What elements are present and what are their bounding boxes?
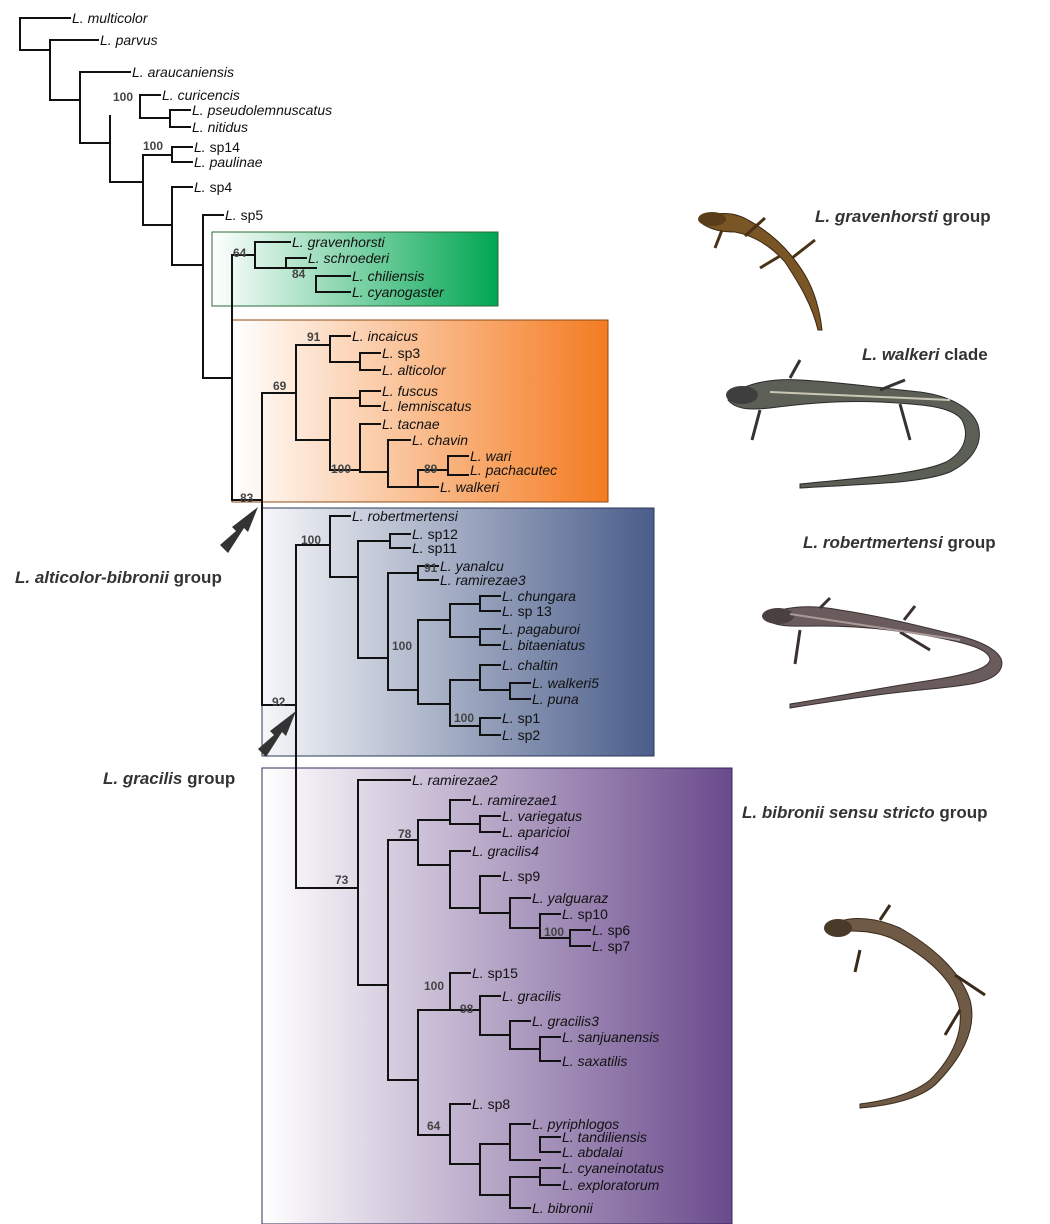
support-value: 89 [424, 462, 438, 476]
tip-label-saxatilis: L. saxatilis [562, 1053, 627, 1069]
tip-label-sp15: L. sp15 [472, 965, 518, 981]
tip-label-walkeri5: L. walkeri5 [532, 675, 599, 691]
tip-label-cyanogaster: L. cyanogaster [352, 284, 445, 300]
tip-label-aparicioi: L. aparicioi [502, 824, 571, 840]
tip-label-sp11: L. sp11 [412, 540, 457, 556]
tip-label-puna: L. puna [532, 691, 579, 707]
tip-label-araucaniensis: L. araucaniensis [132, 64, 234, 80]
tip-label-gracilis: L. gracilis [502, 988, 561, 1004]
gracilis-group-label: L. gracilis group [103, 769, 235, 788]
bibronii-group-label: L. bibronii sensu stricto group [742, 803, 988, 822]
tip-label-bitaeniatus: L. bitaeniatus [502, 637, 585, 653]
tip-label-lemniscatus: L. lemniscatus [382, 398, 472, 414]
support-value: 73 [335, 873, 349, 887]
tip-label-alticolor: L. alticolor [382, 362, 447, 378]
tip-label-walkeri: L. walkeri [440, 479, 500, 495]
tip-label-incaicus: L. incaicus [352, 328, 418, 344]
tip-label-bibronii: L. bibronii [532, 1200, 594, 1216]
support-value: 100 [331, 462, 351, 476]
tip-label-sp1: L. sp1 [502, 710, 540, 726]
branch-segment [143, 147, 192, 265]
tip-label-chiliensis: L. chiliensis [352, 268, 424, 284]
tip-label-nitidus: L. nitidus [192, 119, 248, 135]
alticolor-bibronii-arrow-icon [220, 507, 258, 553]
support-value: 100 [143, 139, 163, 153]
support-value: 100 [454, 711, 474, 725]
support-value: 78 [398, 827, 412, 841]
tip-label-yalguaraz: L. yalguaraz [532, 890, 608, 906]
tip-label-tacnae: L. tacnae [382, 416, 440, 432]
walkeri-lizard-image [726, 360, 979, 488]
gravenhorsti-group-label: L. gravenhorsti group [815, 207, 991, 226]
support-value: 64 [427, 1119, 441, 1133]
tip-label-sp8: L. sp8 [472, 1096, 510, 1112]
tip-label-parvus: L. parvus [100, 32, 158, 48]
tip-label-gracilis4: L. gracilis4 [472, 843, 539, 859]
tip-label-sp4: L. sp4 [194, 179, 232, 195]
tip-label-pachacutec: L. pachacutec [470, 462, 557, 478]
tip-label-ramirezae2: L. ramirezae2 [412, 772, 498, 788]
tip-label-sp5: L. sp5 [225, 207, 263, 223]
tip-label-schroederi: L. schroederi [308, 250, 390, 266]
tip-label-robertmertensi: L. robertmertensi [352, 508, 459, 524]
support-value: 100 [113, 90, 133, 104]
gravenhorsti-lizard-image [698, 212, 822, 330]
support-value: 100 [392, 639, 412, 653]
bibronii-lizard-image [824, 905, 985, 1108]
tip-label-sp6: L. sp6 [592, 922, 630, 938]
tip-label-multicolor: L. multicolor [72, 10, 149, 26]
support-value: 69 [273, 379, 287, 393]
tip-label-sp3: L. sp3 [382, 345, 420, 361]
tip-label-variegatus: L. variegatus [502, 808, 582, 824]
tip-label-sp2: L. sp2 [502, 727, 540, 743]
robertmertensi-group-label: L. robertmertensi group [803, 533, 996, 552]
tip-label-curicensis: L. curicencis [162, 87, 240, 103]
tip-label-ramirezae3: L. ramirezae3 [440, 572, 526, 588]
tip-label-sanjuanensis: L. sanjuanensis [562, 1029, 659, 1045]
support-value: 91 [307, 330, 321, 344]
tip-label-sp7: L. sp7 [592, 938, 630, 954]
tip-label-sp10: L. sp10 [562, 906, 608, 922]
tip-label-sp14: L. sp14 [194, 139, 240, 155]
support-value: 83 [240, 491, 254, 505]
tip-label-sp9: L. sp9 [502, 868, 540, 884]
alticolor-bibronii-group-label: L. alticolor-bibronii group [15, 568, 222, 587]
support-value: 64 [233, 246, 247, 260]
support-value: 98 [460, 1002, 474, 1016]
tip-label-tandiliensis: L. tandiliensis [562, 1129, 647, 1145]
support-value: 92 [272, 695, 286, 709]
tip-label-pseudolemniscatus: L. pseudolemnuscatus [192, 102, 332, 118]
tip-label-chavin: L. chavin [412, 432, 468, 448]
support-value: 84 [292, 267, 306, 281]
support-value: 91 [424, 561, 438, 575]
support-value: 100 [424, 979, 444, 993]
tip-label-paulinae: L. paulinae [194, 154, 263, 170]
tip-label-abdalai: L. abdalai [562, 1144, 624, 1160]
tip-label-gravenhorsti: L. gravenhorsti [292, 234, 386, 250]
walkeri-clade-label: L. walkeri clade [862, 345, 988, 364]
tip-label-chungara: L. chungara [502, 588, 576, 604]
tip-label-fuscus: L. fuscus [382, 383, 438, 399]
tip-label-gracilis3: L. gracilis3 [532, 1013, 599, 1029]
robertmertensi-lizard-image [762, 598, 1002, 708]
tip-label-sp13: L. sp 13 [502, 603, 552, 619]
tip-label-pagaburoi: L. pagaburoi [502, 621, 581, 637]
support-value: 100 [544, 925, 564, 939]
tip-label-ramirezae1: L. ramirezae1 [472, 792, 558, 808]
tip-label-chaltin: L. chaltin [502, 657, 558, 673]
support-value: 100 [301, 533, 321, 547]
tip-label-cyaneinotatus: L. cyaneinotatus [562, 1160, 664, 1176]
tip-label-exploratorum: L. exploratorum [562, 1177, 660, 1193]
